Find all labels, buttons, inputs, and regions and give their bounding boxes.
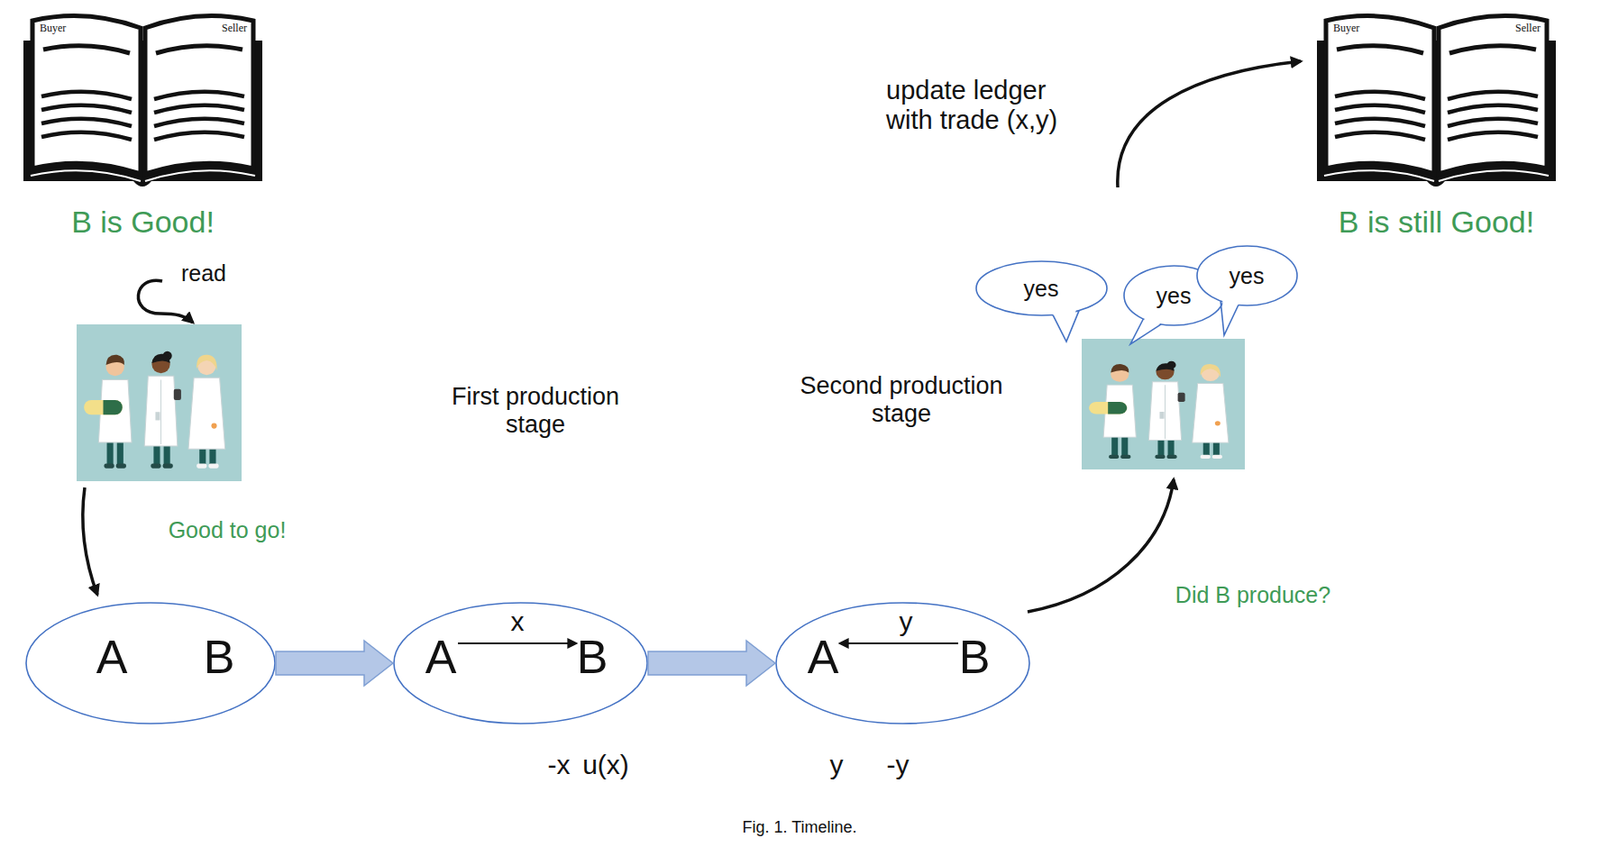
page-heading: Seller: [1486, 22, 1541, 36]
status-text: B is still Good!: [1275, 204, 1598, 240]
page-edge: [30, 170, 141, 182]
book-page: [1438, 16, 1547, 174]
agent-letter: A: [84, 630, 139, 686]
stage-label: First production stage: [422, 383, 649, 439]
annotation-text: update ledger with trade (x,y): [886, 75, 1089, 137]
bubble-tail: [1222, 299, 1239, 336]
page-line: [154, 118, 245, 127]
book-page: [32, 16, 141, 174]
transfer-arrow: [840, 642, 959, 645]
amount-label: x: [499, 606, 536, 639]
doctors-illustration: [1081, 338, 1245, 470]
question-text: Did B produce?: [1144, 582, 1362, 609]
page-line: [154, 132, 245, 140]
payoff-label: -x: [531, 749, 586, 782]
agent-letter: A: [795, 630, 851, 686]
book-page: [145, 16, 254, 174]
ledger-book: BuyerSellerB is still Good!: [1311, 8, 1562, 194]
page-line: [1334, 91, 1426, 100]
doctors-illustration: [76, 324, 242, 482]
book-icon: [18, 8, 268, 194]
flow-arrow: [1027, 479, 1174, 613]
bubble-tail: [1052, 310, 1079, 342]
trade-ellipse: AxB: [393, 602, 649, 725]
page-edge: [145, 170, 256, 182]
speech-bubble-node: yes: [1196, 245, 1299, 307]
bubble-tail: [1130, 319, 1162, 345]
trade-ellipse: AyB: [775, 602, 1031, 725]
page-line: [41, 105, 132, 113]
block-arrow: [275, 640, 394, 686]
book-page: [1325, 16, 1435, 174]
read-arrow: [137, 280, 193, 323]
page-heading: Buyer: [1333, 22, 1388, 36]
page-line: [41, 118, 132, 127]
page-line: [43, 45, 130, 54]
book-icon: [1311, 8, 1562, 194]
page-edge: [1438, 170, 1549, 182]
figure-caption: Fig. 1. Timeline.: [574, 818, 1025, 838]
transfer-arrow: [457, 642, 576, 645]
agent-letter: B: [565, 630, 620, 686]
page-heading: Seller: [192, 22, 247, 36]
payoff-label: y: [809, 749, 864, 782]
ellipse-outline: [26, 603, 275, 724]
page-line: [41, 91, 132, 100]
page-line: [1336, 45, 1424, 54]
ellipse-outline: [776, 603, 1030, 724]
page-line: [1334, 132, 1426, 140]
bubble-tail: [1130, 317, 1162, 345]
amount-label: y: [887, 606, 924, 639]
bubble-outline: [1197, 246, 1298, 306]
page-line: [1334, 118, 1426, 127]
page-line: [41, 132, 132, 140]
bubble-text: yes: [996, 275, 1087, 302]
annotation-text: read: [158, 260, 249, 287]
agent-letter: B: [192, 630, 247, 686]
state-ellipse: [25, 602, 276, 725]
stage-label: Second production stage: [784, 372, 1019, 429]
payoff-label: -y: [870, 749, 925, 782]
status-text: B is Good!: [0, 204, 304, 240]
ledger-book: BuyerSellerB is Good!: [18, 8, 268, 194]
page-line: [1447, 105, 1538, 113]
trade-ellipse: AB: [25, 602, 276, 725]
page-heading: Buyer: [39, 22, 94, 36]
agent-letter: B: [947, 630, 1002, 686]
speech-bubble-node: yes: [975, 260, 1108, 317]
page-line: [154, 91, 245, 100]
block-arrow: [648, 640, 776, 686]
agent-letter: A: [413, 630, 468, 686]
page-line: [154, 105, 245, 113]
page-line: [1334, 105, 1426, 113]
flow-arrow: [1117, 61, 1301, 188]
page-edge: [1324, 170, 1435, 182]
bubble-tail: [1220, 301, 1239, 336]
page-line: [1447, 91, 1538, 100]
payoff-label: u(x): [569, 749, 642, 782]
flow-arrow: [82, 487, 98, 595]
page-line: [1447, 132, 1538, 140]
page-line: [1449, 45, 1536, 54]
status-text: Good to go!: [137, 517, 318, 544]
page-line: [155, 45, 243, 54]
ellipse-outline: [393, 603, 648, 724]
bubble-outline: [976, 261, 1107, 316]
page-line: [1447, 118, 1538, 127]
bubble-text: yes: [1206, 263, 1288, 290]
